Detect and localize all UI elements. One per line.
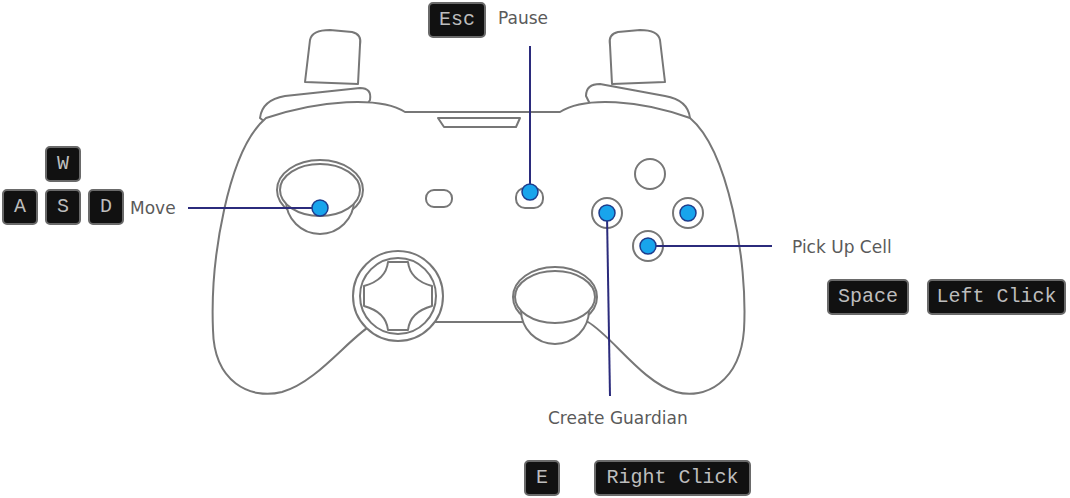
- control-label: Pick Up Cell: [790, 238, 894, 257]
- left-trigger: [305, 30, 360, 84]
- control-label: Move: [128, 199, 178, 218]
- face-button-top: [635, 159, 665, 189]
- key-cap: Right Click: [594, 460, 751, 496]
- back-button: [426, 190, 452, 207]
- marker-dot: [599, 205, 615, 221]
- controller-body: [213, 102, 745, 394]
- key-cap: A: [2, 189, 38, 225]
- key-cap: E: [524, 460, 560, 496]
- key-label: Left Click: [936, 287, 1056, 307]
- controller-slot: [438, 118, 520, 127]
- dpad-cross: [364, 262, 432, 330]
- key-label: Space: [838, 287, 898, 307]
- key-label: Right Click: [606, 468, 738, 488]
- leader-line: [607, 215, 610, 396]
- key-label: E: [536, 468, 548, 488]
- key-cap: Left Click: [927, 279, 1066, 315]
- key-label: W: [57, 154, 69, 174]
- key-cap: Esc: [428, 2, 486, 38]
- marker-dot: [522, 184, 538, 200]
- key-label: A: [14, 197, 26, 217]
- leader-line: [650, 245, 772, 247]
- key-cap: D: [88, 189, 124, 225]
- key-label: Esc: [439, 10, 475, 30]
- right-stick-top: [515, 271, 595, 323]
- right-trigger: [610, 30, 665, 84]
- key-cap: W: [45, 146, 81, 182]
- dpad-ring-inner: [360, 258, 436, 334]
- key-label: D: [100, 197, 112, 217]
- dpad-ring: [353, 251, 443, 341]
- control-label: Pause: [496, 9, 550, 28]
- marker-dot: [312, 200, 328, 216]
- leader-line: [188, 207, 318, 209]
- marker-dot: [680, 205, 696, 221]
- control-label: Create Guardian: [546, 409, 690, 428]
- key-cap: S: [45, 189, 81, 225]
- key-cap: Space: [827, 279, 909, 315]
- leader-line: [529, 46, 531, 190]
- key-label: S: [57, 197, 69, 217]
- face-button-right: [673, 198, 703, 228]
- marker-dot: [640, 238, 656, 254]
